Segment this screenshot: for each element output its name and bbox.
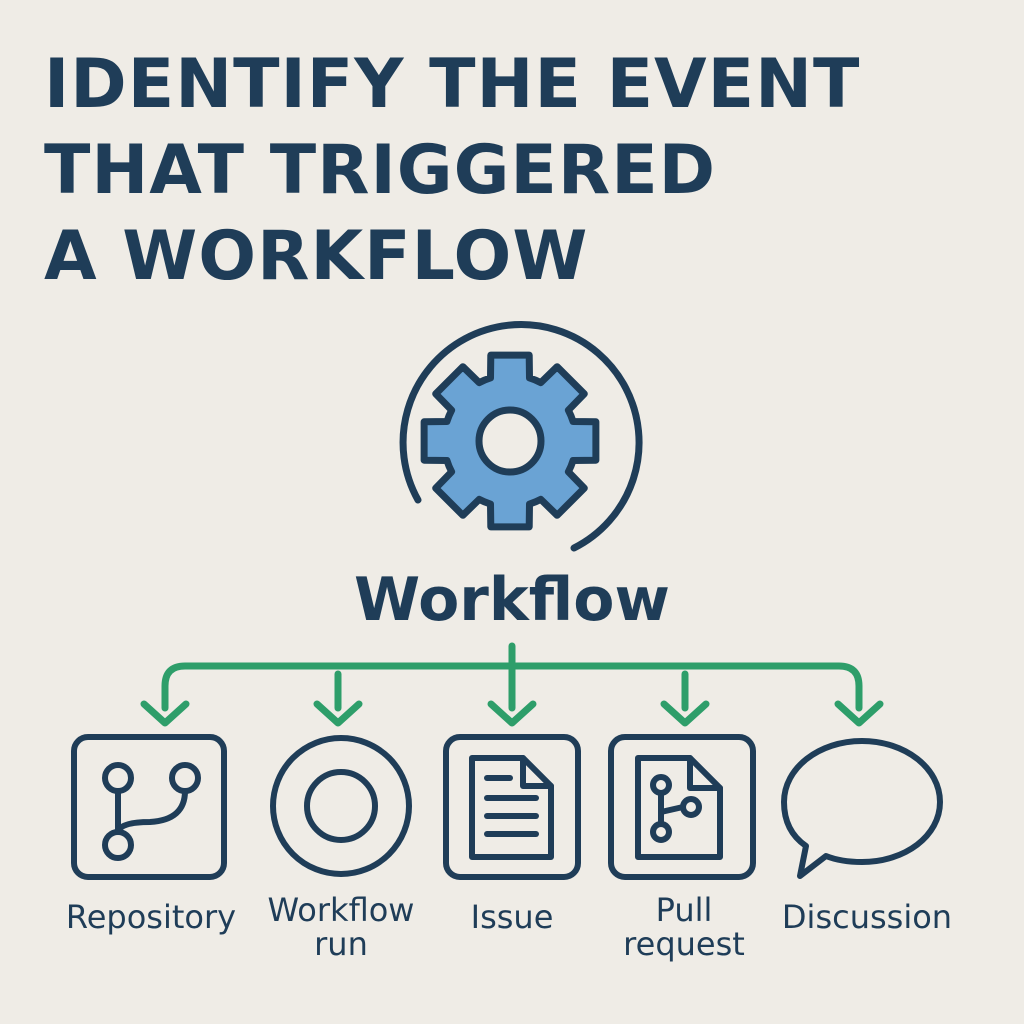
document-icon — [443, 734, 581, 880]
arrow-1 — [140, 700, 190, 727]
arrow-4 — [660, 700, 710, 727]
node-label-discussion: Discussion — [781, 898, 953, 936]
branch-icon — [71, 734, 227, 880]
node-label-workflow-run: Workflow run — [267, 891, 415, 963]
pull-request-icon — [608, 734, 756, 880]
connector-lines — [140, 642, 884, 727]
node-label-pull-request: Pull request — [623, 891, 745, 963]
node-label-issue: Issue — [470, 898, 554, 936]
gear-icon — [399, 321, 643, 552]
workflow-label: Workflow — [354, 565, 670, 635]
title-line-2: THAT TRIGGERED — [44, 131, 717, 210]
title-line-1: IDENTIFY THE EVENT — [44, 45, 861, 124]
gear-arc — [399, 321, 643, 552]
connector-bus — [161, 662, 863, 712]
node-label-repository: Repository — [65, 898, 237, 936]
speech-bubble-icon — [781, 738, 943, 879]
page-title: IDENTIFY THE EVENT THAT TRIGGERED A WORK… — [44, 42, 984, 300]
title-line-3: A WORKFLOW — [44, 217, 589, 296]
circle-icon — [270, 735, 412, 877]
arrow-3 — [487, 700, 537, 727]
arrow-2 — [313, 700, 363, 727]
arrow-5 — [834, 700, 884, 727]
